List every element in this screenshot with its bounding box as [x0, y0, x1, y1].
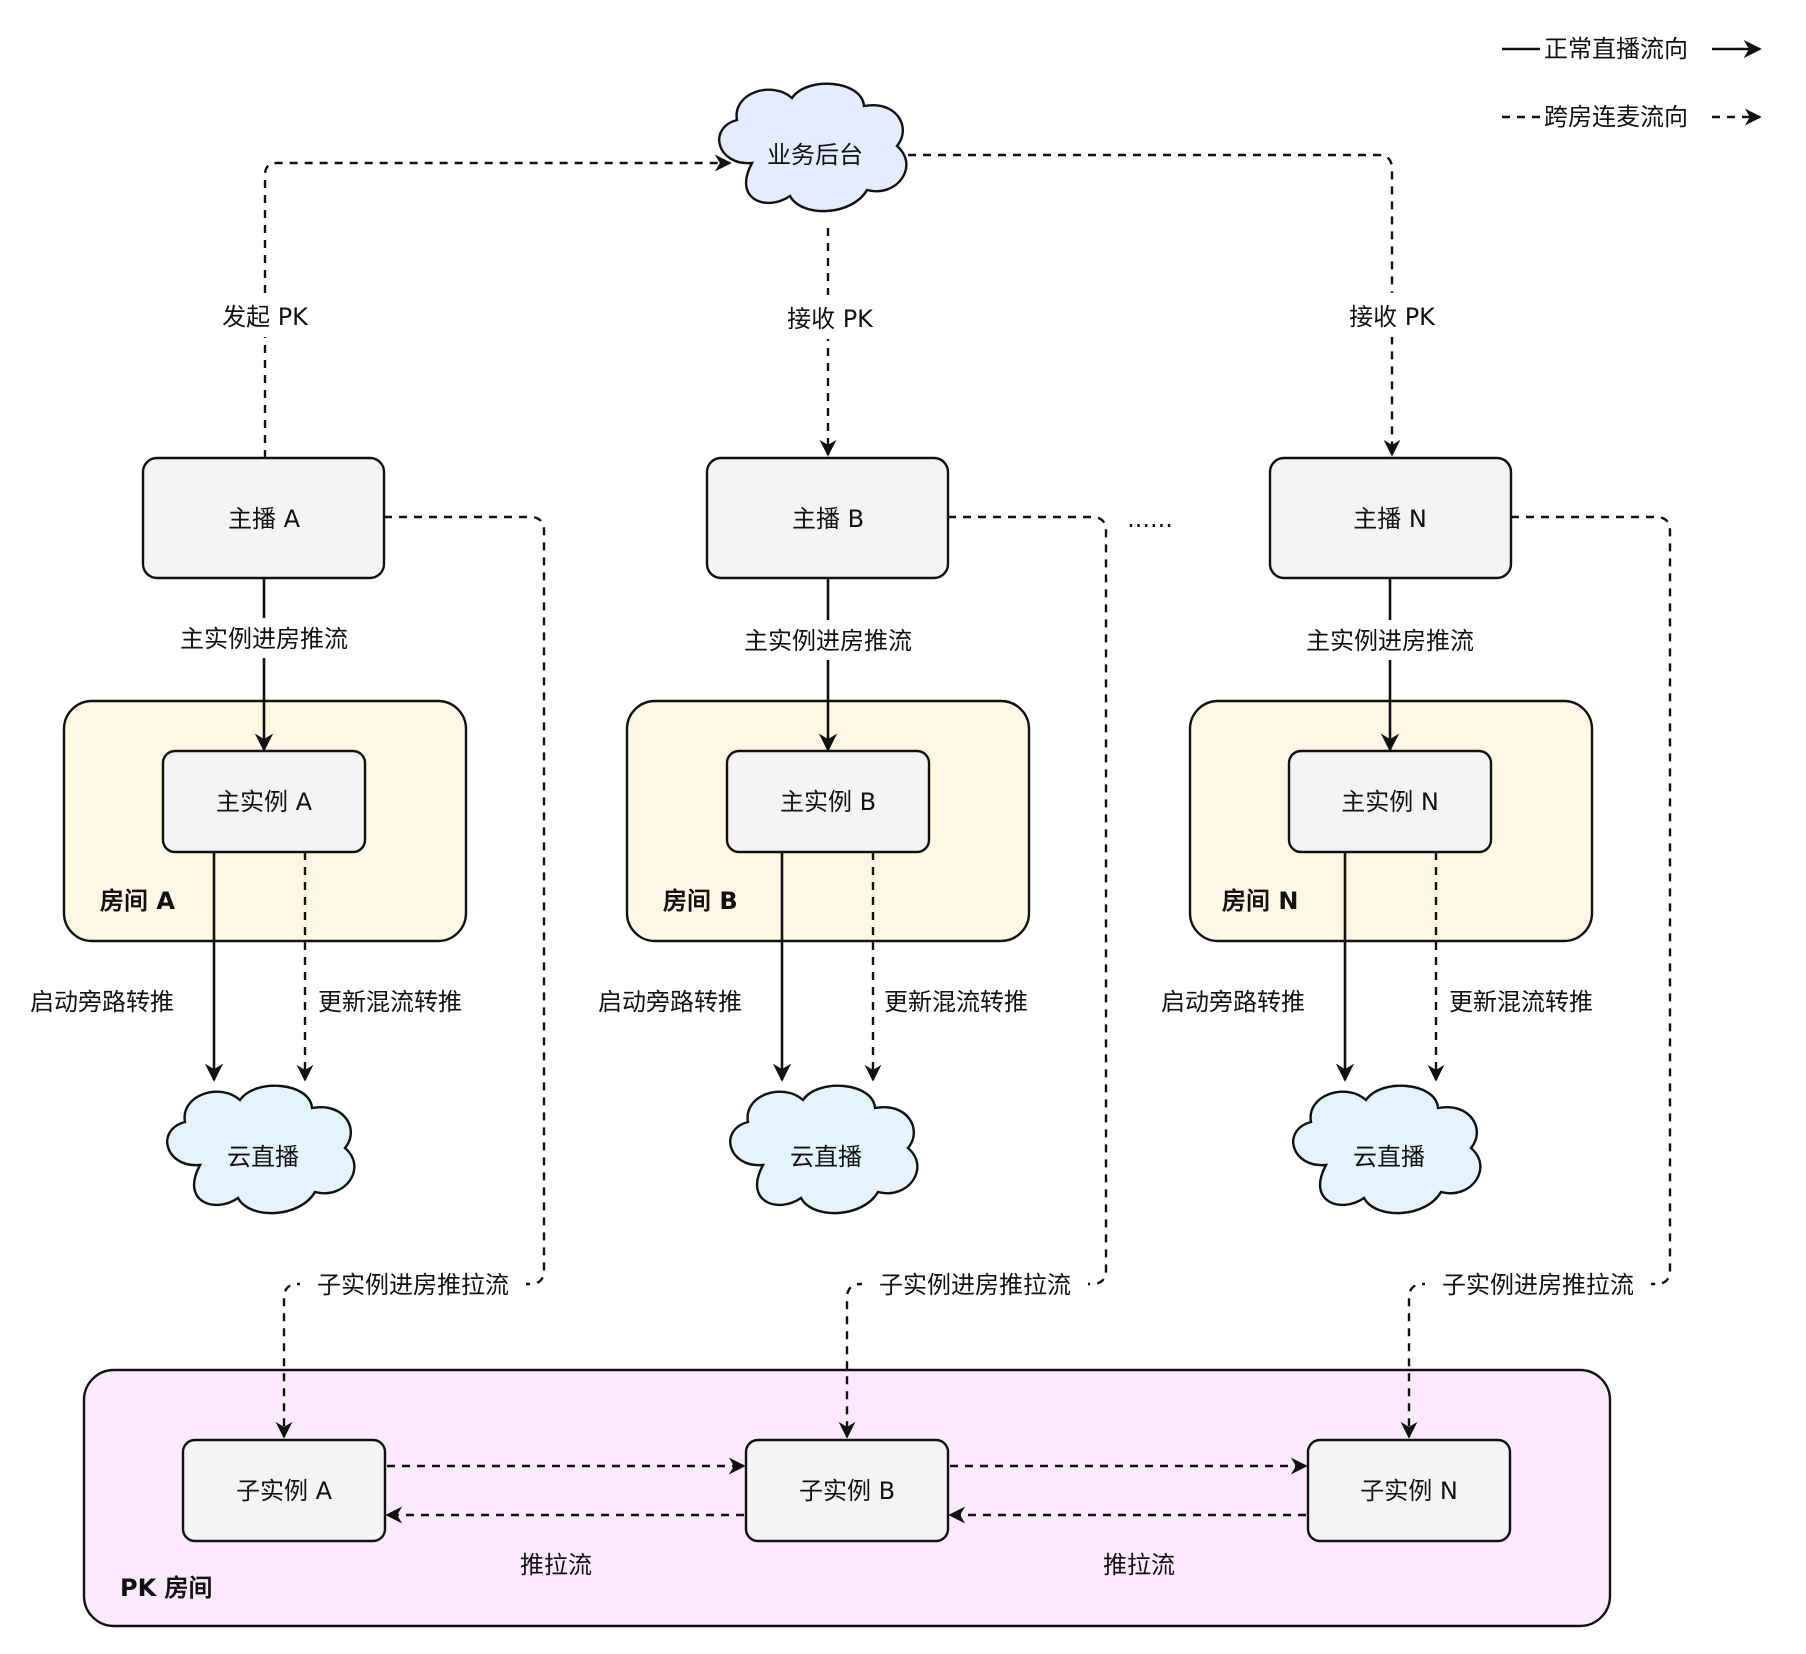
sub-instance-b: 子实例 B: [744, 1438, 950, 1543]
sub-instance-a-label: 子实例 A: [236, 1477, 333, 1505]
label-push-pull-bn: 推拉流: [1103, 1551, 1175, 1579]
main-instance-b-label: 主实例 B: [780, 788, 876, 816]
arrow-receive-pk-n: [908, 153, 1401, 457]
room-n-label: 房间 N: [1222, 887, 1298, 915]
main-instance-b: 主实例 B: [725, 749, 931, 854]
label-receive-pk-b: 接收 PK: [787, 305, 874, 333]
main-instance-n-label: 主实例 N: [1341, 788, 1439, 816]
label-initiate-pk: 发起 PK: [222, 303, 309, 331]
sub-instance-n-label: 子实例 N: [1360, 1477, 1458, 1505]
ellipsis: ......: [1127, 505, 1173, 533]
arrow-sub-push-a: [275, 515, 546, 1439]
cloud-live-a: 云直播: [166, 1084, 356, 1215]
legend-normal-label: 正常直播流向: [1544, 35, 1688, 63]
label-mix-n: 更新混流转推: [1449, 988, 1593, 1016]
anchor-a: 主播 A: [141, 456, 386, 580]
label-main-push-a: 主实例进房推流: [180, 625, 348, 653]
label-mix-a: 更新混流转推: [318, 988, 462, 1016]
cloud-live-n-label: 云直播: [1353, 1143, 1425, 1171]
label-bypass-n: 启动旁路转推: [1161, 988, 1305, 1016]
arrow-sub-push-n: [1400, 515, 1672, 1439]
anchor-b-label: 主播 B: [792, 505, 864, 533]
main-instance-n: 主实例 N: [1287, 749, 1493, 854]
pk-room-label: PK 房间: [120, 1574, 213, 1602]
anchor-b: 主播 B: [705, 456, 950, 580]
anchor-n: 主播 N: [1268, 456, 1513, 580]
cloud-live-a-label: 云直播: [227, 1143, 299, 1171]
cloud-live-b-label: 云直播: [790, 1143, 862, 1171]
legend: 正常直播流向 跨房连麦流向: [1502, 35, 1762, 131]
arrow-initiate-pk: [263, 154, 732, 458]
main-instance-a: 主实例 A: [161, 749, 367, 854]
legend-pk-label: 跨房连麦流向: [1544, 103, 1688, 131]
sub-instance-n: 子实例 N: [1306, 1438, 1512, 1543]
sub-instance-a: 子实例 A: [181, 1438, 387, 1543]
label-sub-push-n: 子实例进房推拉流: [1442, 1271, 1634, 1299]
label-push-pull-ab: 推拉流: [520, 1551, 592, 1579]
arrow-sub-push-b: [838, 515, 1108, 1439]
backend-cloud-label: 业务后台: [767, 141, 863, 169]
anchor-a-label: 主播 A: [228, 505, 301, 533]
main-instance-a-label: 主实例 A: [216, 788, 313, 816]
label-mix-b: 更新混流转推: [884, 988, 1028, 1016]
label-sub-push-b: 子实例进房推拉流: [879, 1271, 1071, 1299]
room-a-label: 房间 A: [100, 887, 175, 915]
backend-cloud: 业务后台: [718, 82, 908, 213]
label-receive-pk-n: 接收 PK: [1349, 303, 1436, 331]
label-main-push-b: 主实例进房推流: [744, 627, 912, 655]
label-sub-push-a: 子实例进房推拉流: [317, 1271, 509, 1299]
anchor-n-label: 主播 N: [1353, 505, 1427, 533]
room-b-label: 房间 B: [663, 887, 738, 915]
sub-instance-b-label: 子实例 B: [799, 1477, 895, 1505]
cloud-live-n: 云直播: [1292, 1084, 1482, 1215]
label-main-push-n: 主实例进房推流: [1306, 627, 1474, 655]
cloud-live-b: 云直播: [729, 1084, 919, 1215]
label-bypass-b: 启动旁路转推: [598, 988, 742, 1016]
label-bypass-a: 启动旁路转推: [30, 988, 174, 1016]
